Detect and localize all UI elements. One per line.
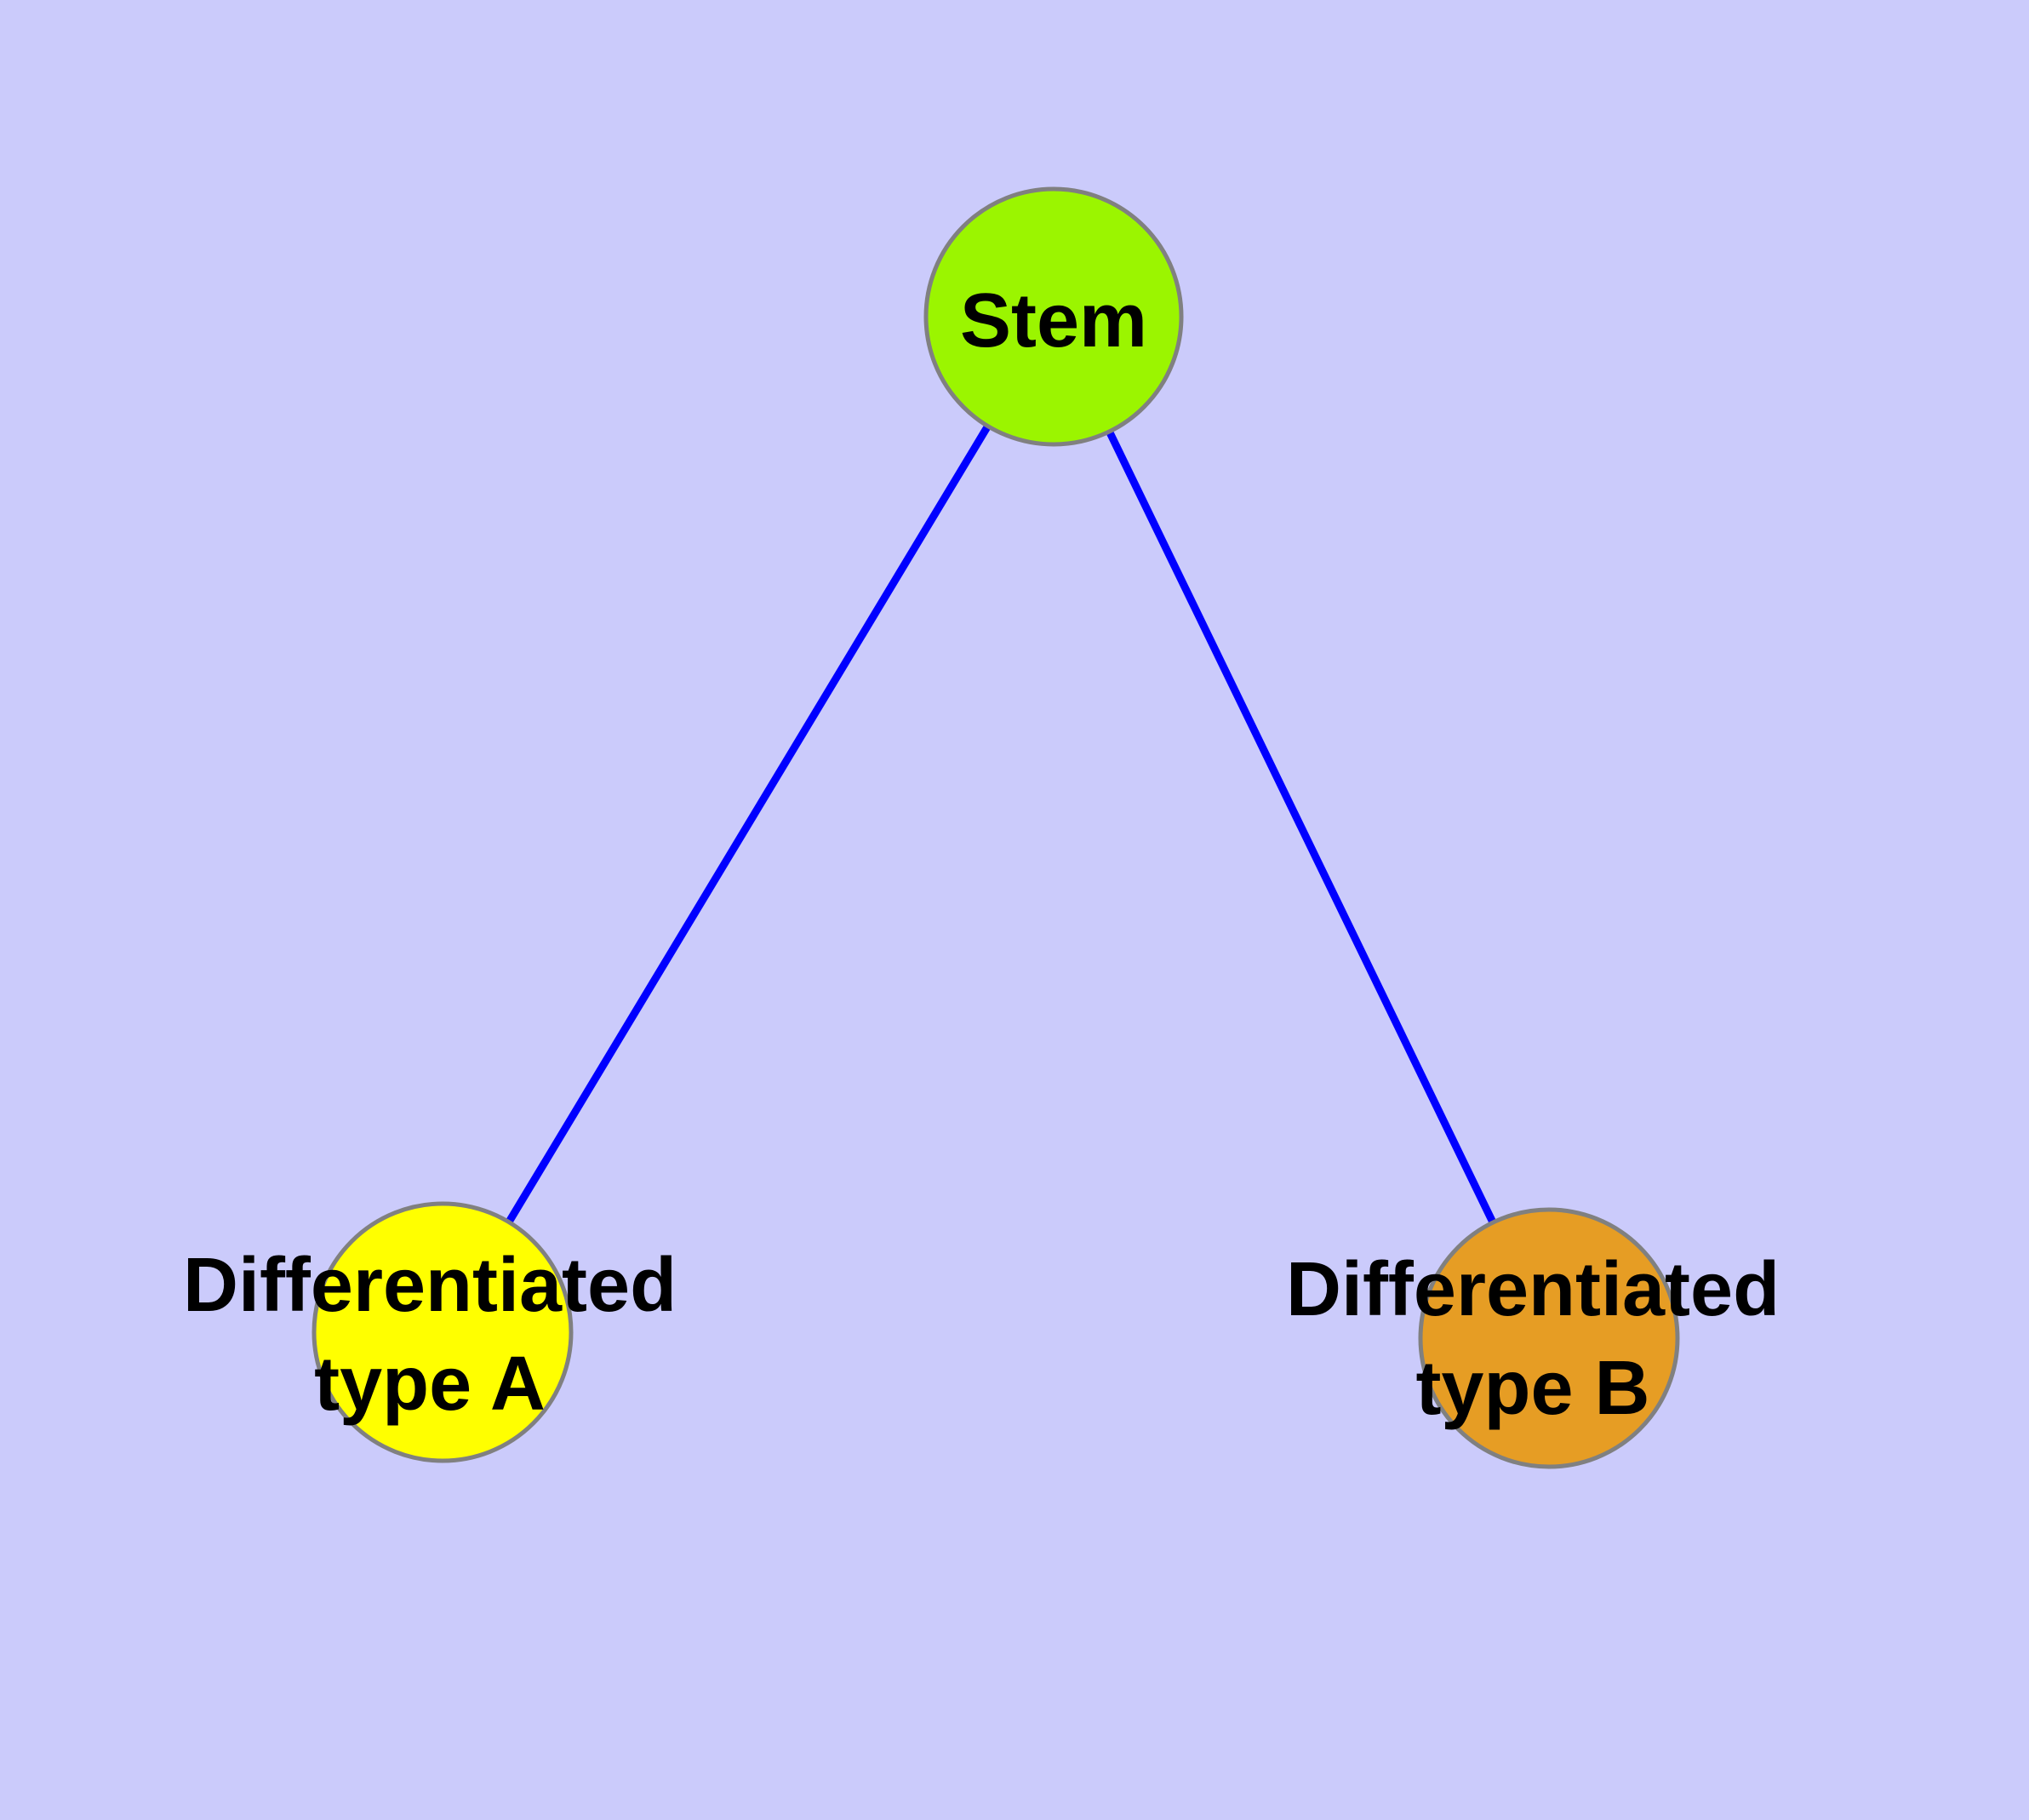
node-label-type-b: Differentiated type B — [1285, 1247, 1780, 1431]
node-label-stem: Stem — [959, 278, 1148, 363]
node-circle-type-b — [1418, 1207, 1680, 1469]
node-circle-stem — [923, 186, 1184, 447]
node-circle-type-a — [311, 1201, 574, 1463]
edge-stem-to-type-a — [439, 314, 1057, 1335]
node-label-type-a: Differentiated type A — [182, 1243, 677, 1427]
edge-stem-to-type-b — [1049, 315, 1553, 1340]
